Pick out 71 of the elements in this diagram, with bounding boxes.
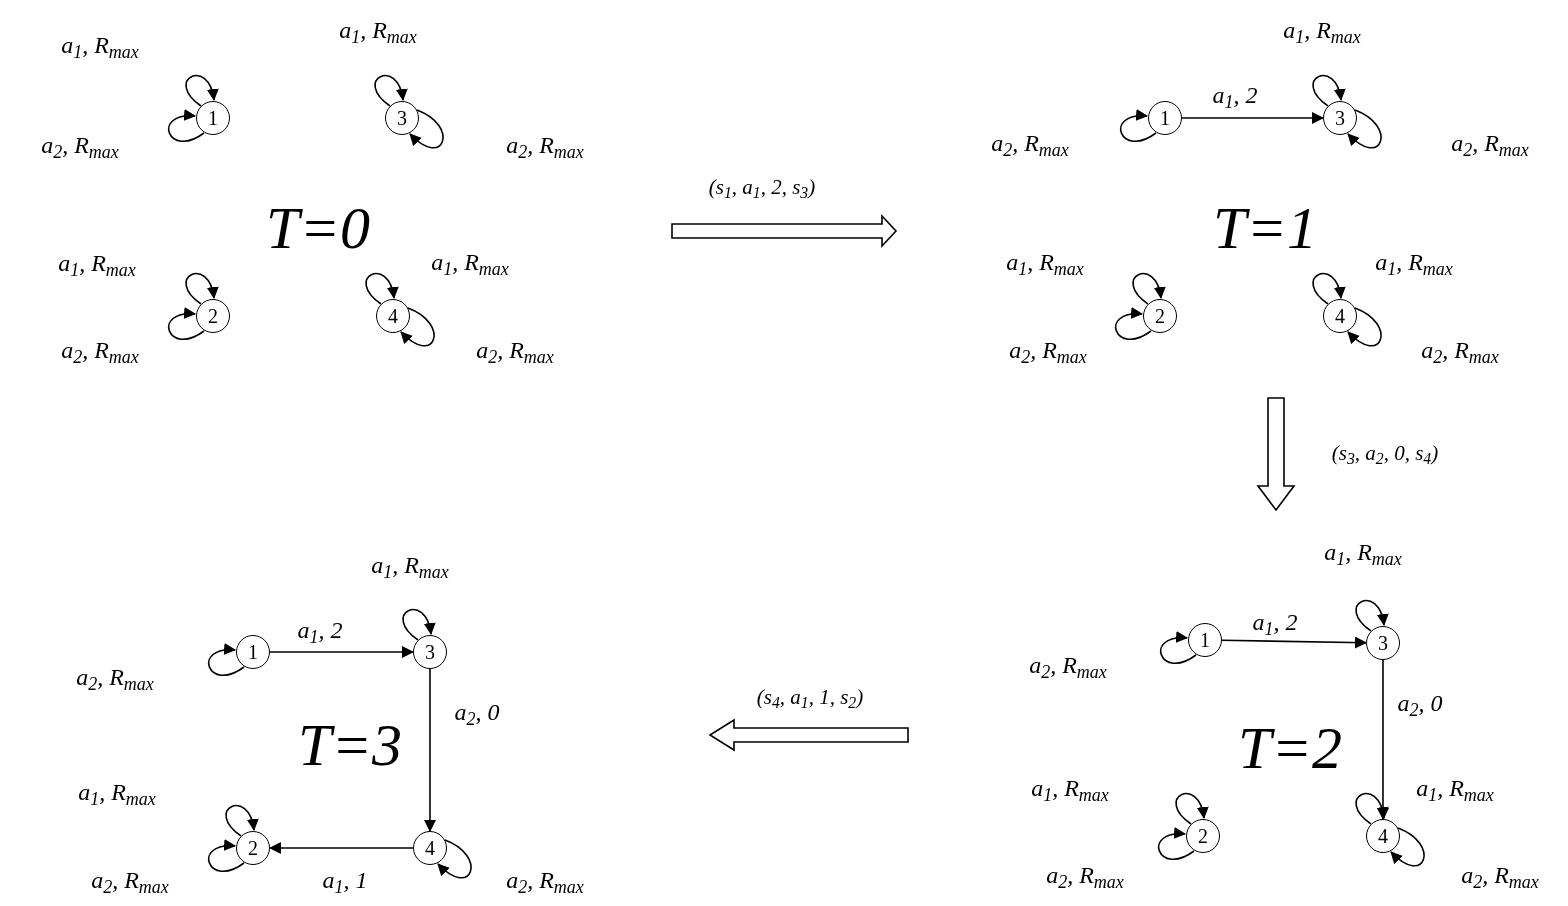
transition-label: (s$_{4}$, a$_{1}$, 1, s$_{2}$) [756,686,864,708]
edge-label: a$_{2}$, R$_{max}$ [1028,653,1108,677]
edge-label: a$_{1}$, R$_{max}$ [1415,776,1495,800]
edge-label: a$_{1}$, R$_{max}$ [1374,250,1454,274]
edge-label: a$_{1}$, R$_{max}$ [57,251,137,275]
edge-label: a$_{1}$, R$_{max}$ [1030,776,1110,800]
arrow [1377,659,1389,820]
edge-label: a$_{2}$, R$_{max}$ [1008,338,1088,362]
edge-label: a$_{1}$, R$_{max}$ [1005,250,1085,274]
arrow [374,74,407,107]
edge-label: a$_{2}$, 0 [453,700,501,724]
arrow [207,644,245,676]
edge-label: a$_{2}$, R$_{max}$ [475,338,555,362]
arrow [1355,792,1388,825]
edge-label: a$_{1}$, R$_{max}$ [1323,540,1403,564]
arrow [1181,112,1324,124]
arrow [1390,827,1425,867]
arrow [207,840,245,872]
arrow [1159,632,1197,664]
edge-label: a$_{1}$, 2 [1251,610,1299,634]
edge-label: a$_{1}$, R$_{max}$ [77,780,157,804]
edge-label: a$_{1}$, R$_{max}$ [430,250,510,274]
arrow [365,272,398,305]
edge-label: a$_{2}$, R$_{max}$ [75,665,155,689]
arrow [400,307,435,347]
edge-label: a$_{2}$, R$_{max}$ [1450,131,1530,155]
edge-label: a$_{2}$, R$_{max}$ [505,868,585,892]
arrow [1312,74,1345,107]
edge-label: a$_{1}$, 1 [321,868,369,892]
arrow [167,110,205,142]
arrow [409,109,444,149]
edge-label: a$_{1}$, 2 [1211,83,1259,107]
edge-label: a$_{2}$, R$_{max}$ [1420,338,1500,362]
transition-label: (s$_{1}$, a$_{1}$, 2, s$_{3}$) [708,176,816,198]
edge-label: a$_{2}$, R$_{max}$ [1045,863,1125,887]
arrow [185,74,218,107]
edge-label: a$_{2}$, 0 [1396,691,1444,715]
arrow [1114,308,1152,340]
edge-label: a$_{2}$, R$_{max}$ [40,133,120,157]
arrow [1312,272,1345,305]
edge-label: a$_{2}$, R$_{max}$ [990,131,1070,155]
arrow [225,804,258,837]
arrow [1221,636,1367,649]
edge-label: a$_{2}$, R$_{max}$ [1460,863,1540,887]
arrow [1157,828,1195,860]
arrow [269,646,414,658]
edge-label: a$_{2}$, R$_{max}$ [505,133,585,157]
edge-label: a$_{1}$, 2 [296,618,344,642]
arrow [1347,109,1382,149]
time-step-label: T=0 [266,198,370,258]
arrow [424,668,436,832]
transition-label: (s$_{3}$, a$_{2}$, 0, s$_{4}$) [1331,442,1439,464]
arrow [1175,792,1208,825]
arrow [402,608,435,641]
edge-label: a$_{2}$, R$_{max}$ [60,338,140,362]
edge-label: a$_{1}$, R$_{max}$ [370,553,450,577]
time-step-label: T=2 [1238,718,1342,778]
arrow [269,842,414,854]
time-step-label: T=3 [298,715,402,775]
time-step-label: T=1 [1213,198,1317,258]
arrow [437,839,472,879]
arrow [1347,307,1382,347]
arrow [1355,599,1388,632]
edge-label: a$_{1}$, R$_{max}$ [1282,18,1362,42]
arrow [1132,272,1165,305]
edge-label: a$_{1}$, R$_{max}$ [338,18,418,42]
arrow [185,272,218,305]
edge-label: a$_{1}$, R$_{max}$ [60,33,140,57]
edge-label: a$_{2}$, R$_{max}$ [90,868,170,892]
arrow [1119,110,1157,142]
arrow [167,308,205,340]
